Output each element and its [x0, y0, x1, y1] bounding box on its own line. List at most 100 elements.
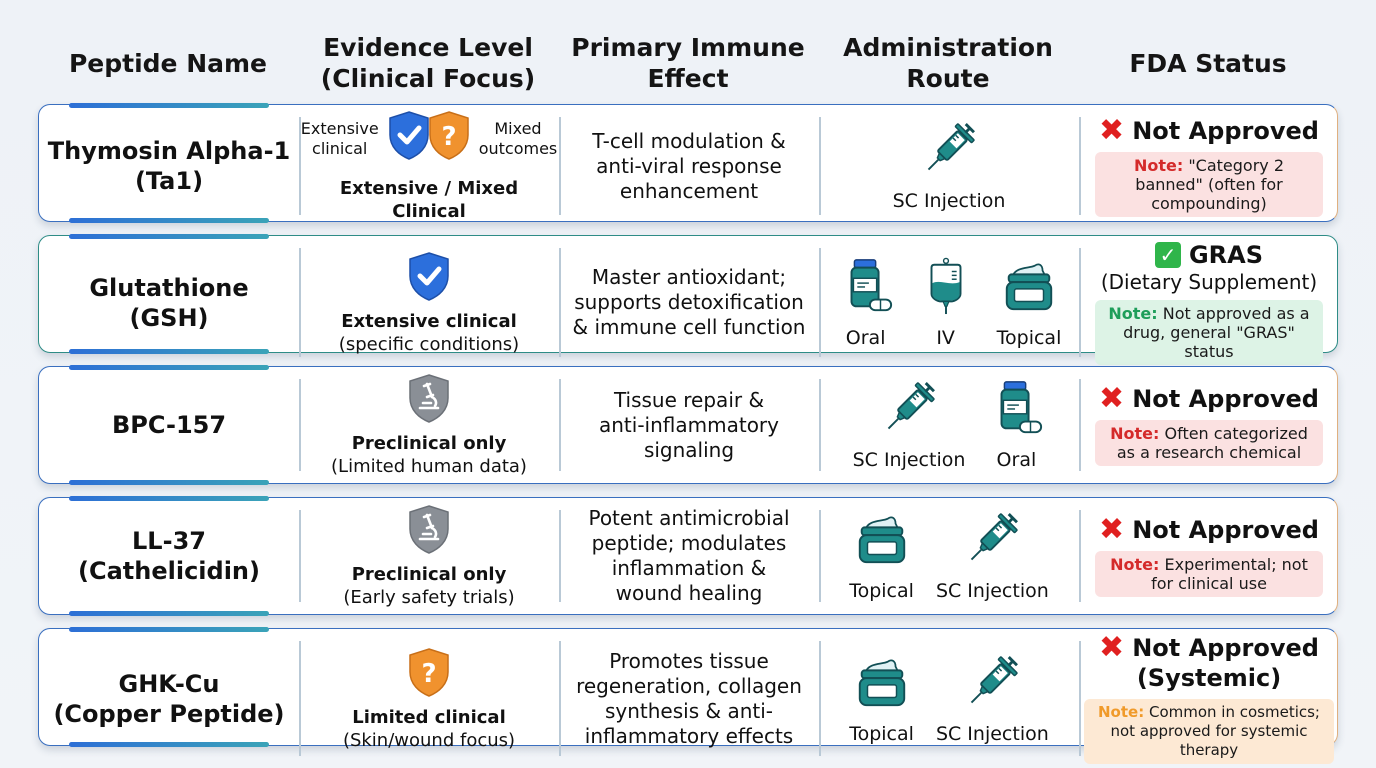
evidence-level-cell: Preclinical only(Limited human data)	[299, 367, 559, 483]
table-row: GHK-Cu(Copper Peptide)?Limited clinical(…	[38, 627, 1338, 764]
peptide-name-sub: (Cathelicidin)	[78, 557, 260, 585]
evidence-level-cell: ? Limited clinical(Skin/wound focus)	[299, 629, 559, 768]
peptide-name-cell: LL-37(Cathelicidin)	[39, 498, 299, 614]
evidence-title: Extensive / Mixed Clinical	[339, 178, 519, 222]
fda-status-title: ✖Not Approved	[1099, 633, 1319, 663]
evidence-title: Extensive clinical	[341, 310, 517, 332]
x-mark-icon: ✖	[1099, 112, 1125, 148]
evidence-title: Preclinical only	[351, 433, 507, 454]
cream-jar-icon	[853, 509, 911, 573]
svg-text:?: ?	[421, 659, 436, 689]
evidence-subtitle: (Limited human data)	[331, 456, 527, 477]
fda-status-label: Not Approved	[1132, 634, 1319, 662]
shield-microscope-icon	[405, 503, 453, 563]
note-label: Note:	[1108, 304, 1158, 323]
immune-effect-text: T-cell modulation & anti-viral response …	[592, 128, 786, 203]
peptide-name-cell: Glutathione(GSH)	[39, 236, 299, 369]
route-label: SC Injection	[852, 449, 966, 471]
route-item: Oral	[987, 378, 1045, 472]
peptide-name: GHK-Cu	[118, 669, 220, 698]
fda-status-cell: ✓GRAS(Dietary Supplement)Note: Not appro…	[1079, 236, 1339, 369]
syringe-icon	[963, 509, 1021, 573]
header-evidence-level: Evidence Level (Clinical Focus)	[320, 33, 536, 93]
syringe-icon	[920, 119, 978, 183]
route-label: IV	[936, 326, 955, 349]
peptide-name-sub: (Copper Peptide)	[53, 699, 285, 728]
peptide-name: Thymosin Alpha-1	[47, 137, 291, 165]
pill-bottle-icon	[837, 256, 895, 320]
fda-status-title: ✓ GRAS	[1154, 240, 1264, 270]
iv-bag-icon	[917, 256, 975, 320]
route-item: Topical	[997, 256, 1061, 350]
note-text: Experimental; not for clinical use	[1151, 555, 1308, 593]
fda-status-label: Not Approved	[1132, 116, 1319, 145]
route-item: IV	[917, 256, 975, 350]
route-list: SC Injection	[893, 119, 1005, 213]
x-mark-icon: ✖	[1099, 381, 1125, 416]
pill-bottle-icon	[987, 378, 1045, 442]
note-label: Note:	[1133, 155, 1184, 175]
route-item: Topical	[849, 509, 914, 603]
table-row: Thymosin Alpha-1(Ta1)Extensive clinical?…	[38, 103, 1338, 223]
header-administration-route: Administration Route	[843, 33, 1053, 93]
note-label: Note:	[1110, 424, 1160, 443]
peptide-name-sub: (GSH)	[129, 303, 209, 332]
route-list: SC Injection Oral	[853, 378, 1046, 472]
fda-status-sub: (Dietary Supplement)	[1100, 270, 1318, 294]
note-label: Note:	[1098, 703, 1145, 721]
immune-effect-cell: Promotes tissue regeneration, collagen s…	[559, 629, 819, 768]
fda-note: Note: Common in cosmetics; not approved …	[1084, 699, 1334, 764]
administration-route-cell: SC Injection	[819, 105, 1079, 227]
fda-status-label: GRAS	[1188, 241, 1264, 269]
evidence-title: Preclinical only	[351, 564, 507, 585]
shield-question-icon: ?	[425, 109, 473, 169]
evidence-subtitle: (specific conditions)	[338, 333, 520, 355]
route-item: SC Injection	[852, 378, 966, 472]
header-peptide-name: Peptide Name	[68, 48, 268, 78]
table-row: Glutathione(GSH) Extensive clinical(speci…	[38, 234, 1338, 365]
evidence-level-cell: Extensive clinical(specific conditions)	[299, 236, 559, 369]
evidence-left-label: Extensive clinical	[300, 119, 379, 158]
peptide-table-body: Thymosin Alpha-1(Ta1)Extensive clinical?…	[38, 103, 1339, 764]
cream-jar-icon	[1000, 256, 1058, 320]
header-primary-immune-effect: Primary Immune Effect	[571, 33, 805, 93]
route-list: Topical SC Injection	[849, 509, 1049, 603]
peptide-name-cell: BPC-157	[39, 367, 299, 483]
fda-status-title: ✖Not Approved	[1099, 384, 1319, 414]
route-label: Topical	[849, 580, 914, 602]
shield-question-icon: ?	[405, 646, 453, 706]
note-text: Common in cosmetics; not approved for sy…	[1110, 703, 1320, 759]
route-item: SC Injection	[936, 652, 1049, 746]
peptide-name: Glutathione	[89, 273, 249, 302]
syringe-icon	[963, 652, 1021, 716]
shield-check-icon	[385, 109, 433, 169]
route-item: Oral	[837, 256, 895, 350]
fda-status-sub: (Systemic)	[1136, 664, 1282, 692]
check-box-icon: ✓	[1154, 242, 1181, 268]
fda-status-title: ✖Not Approved	[1099, 515, 1319, 545]
dual-shield-icon: ?	[385, 109, 473, 169]
immune-effect-cell: Tissue repair & anti-inflammatory signal…	[559, 367, 819, 483]
route-item: SC Injection	[936, 509, 1049, 603]
peptide-name: LL-37	[132, 527, 206, 555]
route-label: SC Injection	[935, 722, 1049, 745]
evidence-title: Limited clinical	[352, 706, 506, 728]
syringe-icon	[880, 378, 938, 442]
evidence-subtitle: (Skin/wound focus)	[342, 729, 516, 751]
note-label: Note:	[1110, 555, 1160, 574]
header-fda-status: FDA Status	[1129, 48, 1287, 78]
route-label: Oral	[996, 449, 1037, 471]
administration-route-cell: SC Injection Oral	[819, 367, 1079, 483]
svg-text:?: ?	[441, 122, 456, 152]
table-header: Peptide Name Evidence Level (Clinical Fo…	[38, 28, 1338, 98]
immune-effect-cell: T-cell modulation & anti-viral response …	[559, 105, 819, 227]
fda-note: Note: "Category 2 banned" (often for com…	[1095, 151, 1323, 217]
peptide-name-cell: GHK-Cu(Copper Peptide)	[39, 629, 299, 768]
fda-note: Note: Experimental; not for clinical use	[1095, 551, 1323, 597]
